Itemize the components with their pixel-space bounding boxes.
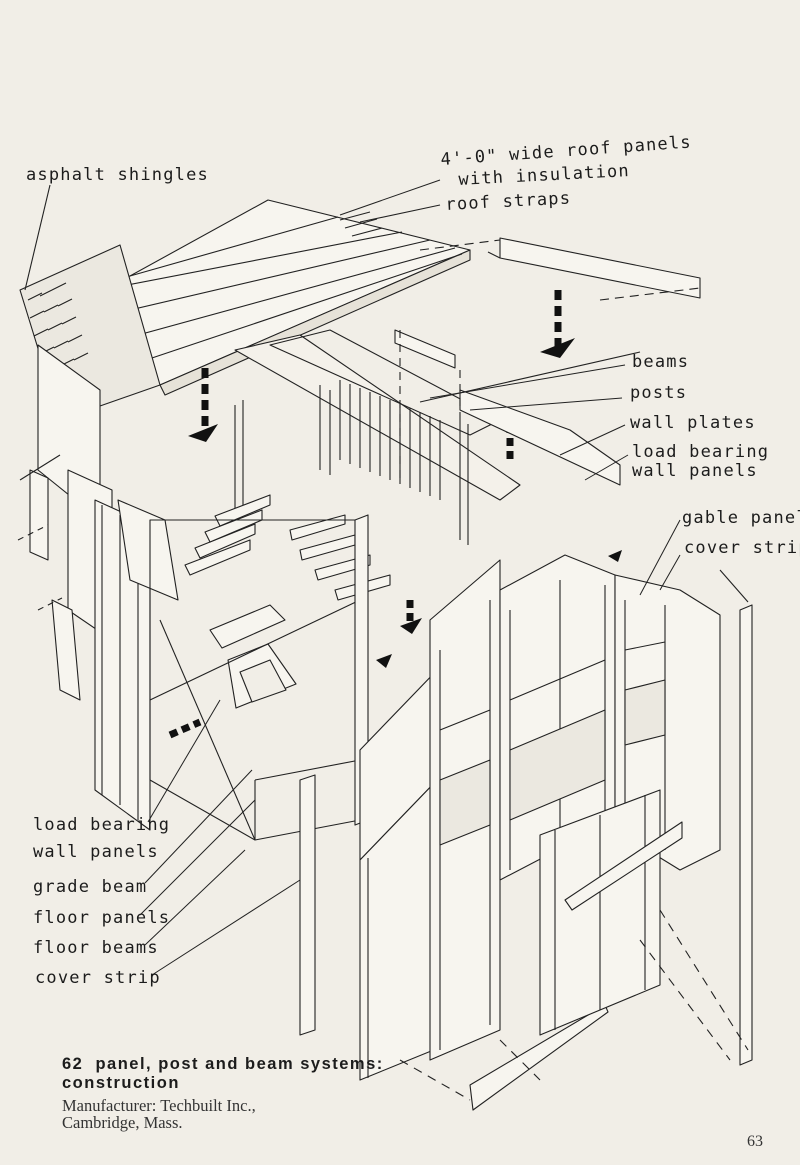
label-wall-panels-right: wall panels <box>632 461 758 481</box>
label-cover-strip-left: cover strip <box>35 968 161 988</box>
label-wall-plates: wall plates <box>630 413 756 433</box>
label-floor-panels: floor panels <box>33 908 171 928</box>
figure-caption: 62 panel, post and beam systems: constru… <box>62 1055 384 1131</box>
label-load-bearing-left: load bearing <box>33 815 171 835</box>
label-load-bearing-right: load bearing <box>632 442 770 462</box>
label-grade-beam: grade beam <box>33 877 148 897</box>
assembly-guides <box>399 909 749 1101</box>
gable-panels <box>429 554 721 1061</box>
label-beams: beams <box>632 352 690 372</box>
label-asphalt-shingles: asphalt shingles <box>26 165 209 185</box>
page-number: 63 <box>747 1133 763 1150</box>
caption-credit-line-1: Manufacturer: Techbuilt Inc., <box>62 1096 256 1115</box>
caption-title: 62 panel, post and beam systems: <box>62 1055 384 1074</box>
frame-beams-posts <box>234 329 641 545</box>
roof-panels <box>89 199 471 396</box>
load-bearing-wall-panel <box>539 789 683 1036</box>
label-cover-strip-right: cover strip <box>684 538 800 558</box>
caption-credit-line-2: Cambridge, Mass. <box>62 1113 183 1132</box>
leader-lines <box>139 179 681 976</box>
caption-title-line-1: panel, post and beam systems: <box>95 1055 384 1073</box>
floor-platform <box>149 514 369 1036</box>
caption-title-line-2: construction <box>62 1074 180 1092</box>
ridge-beam <box>419 237 701 301</box>
left-wall-panels <box>17 344 179 831</box>
label-wall-panels-left: wall panels <box>33 842 159 862</box>
label-gable-panels: gable panels <box>682 508 800 528</box>
label-floor-beams: floor beams <box>33 938 159 958</box>
label-posts: posts <box>630 383 688 403</box>
cover-strip <box>719 569 753 1066</box>
caption-number: 62 <box>62 1055 84 1073</box>
roof-straps <box>339 204 441 237</box>
